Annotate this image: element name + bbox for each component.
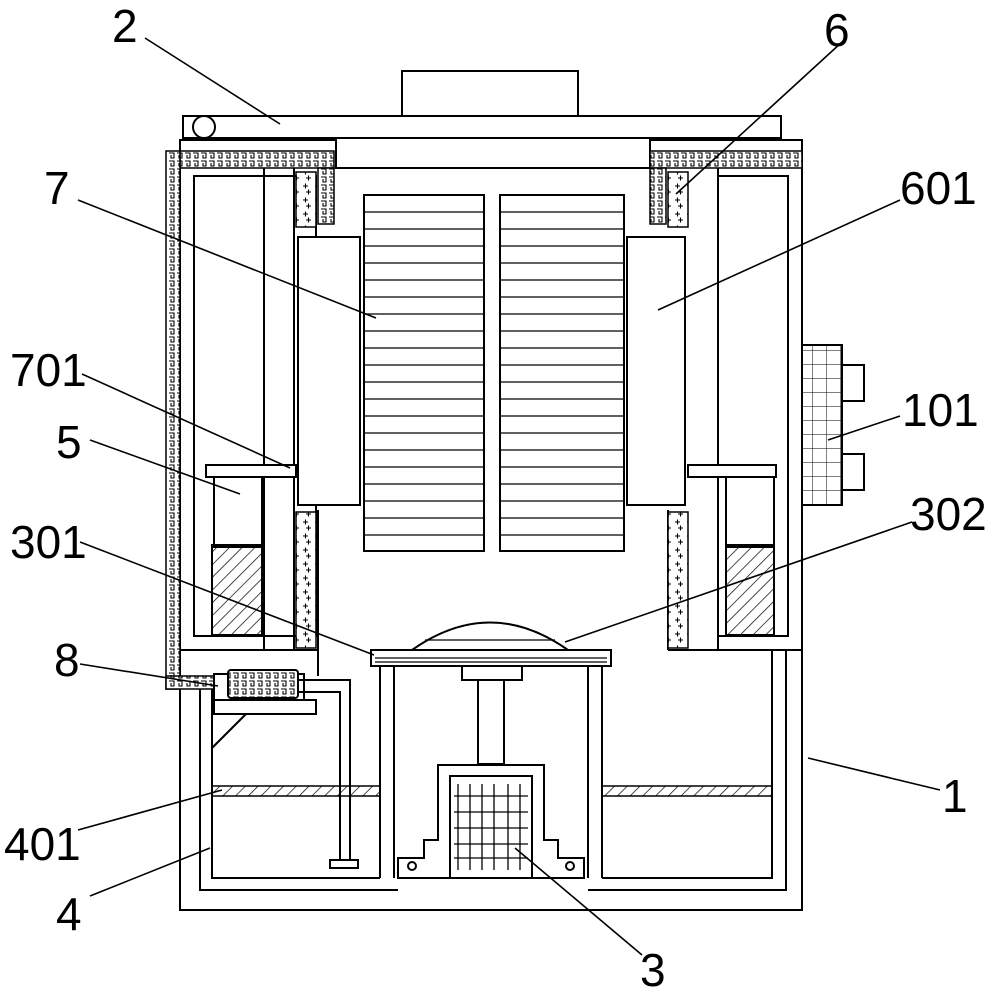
- lift-motor: [397, 764, 585, 879]
- label-601: 601: [900, 162, 977, 214]
- shelf-rack-right: [499, 194, 625, 552]
- left-top-insulation: [179, 150, 335, 169]
- heating-platform: [370, 621, 612, 667]
- right-lift-cylinder: [687, 464, 777, 636]
- label-8: 8: [54, 634, 80, 686]
- label-4: 4: [56, 888, 82, 940]
- leader-lines: [77, 37, 941, 956]
- insulation-block-left-lower: [295, 511, 317, 649]
- label-101: 101: [902, 384, 979, 436]
- insulation-block-right-upper: [667, 171, 689, 228]
- insulation-block-left-upper: [295, 171, 317, 228]
- label-1: 1: [942, 770, 968, 822]
- water-pump: [211, 669, 359, 869]
- right-inner-insulation: [649, 167, 667, 225]
- water-tank-left: [199, 689, 398, 891]
- water-tank-right: [588, 650, 787, 891]
- control-box: [801, 344, 865, 506]
- label-401: 401: [4, 818, 81, 870]
- label-302: 302: [910, 488, 987, 540]
- label-2: 2: [112, 0, 138, 52]
- insulation-block-right-lower: [667, 511, 689, 649]
- label-3: 3: [640, 944, 666, 996]
- label-6: 6: [824, 4, 850, 56]
- shelf-rack-left: [363, 194, 485, 552]
- left-lift-cylinder: [205, 464, 297, 636]
- lift-column: [379, 665, 603, 878]
- label-5: 5: [56, 416, 82, 468]
- heater-plate-left: [297, 236, 361, 506]
- heater-plate-right: [626, 236, 686, 506]
- label-7: 7: [44, 162, 70, 214]
- label-701: 701: [10, 344, 87, 396]
- top-lid: [182, 70, 782, 169]
- right-top-insulation: [649, 150, 803, 169]
- label-301: 301: [10, 516, 87, 568]
